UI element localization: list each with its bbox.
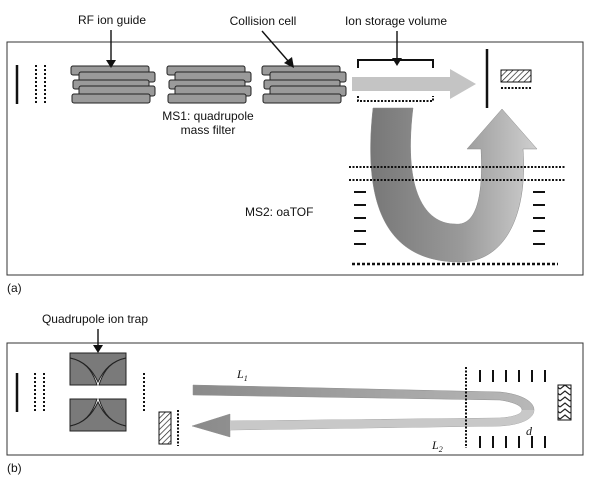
rf-ion-guide-label: RF ion guide <box>78 13 146 27</box>
hatched-detector-left <box>158 411 172 445</box>
reflectron-end-plate <box>557 384 572 421</box>
tof-trajectory-arrow <box>370 107 538 263</box>
panel-a-tag: (a) <box>7 281 22 295</box>
reflectron-top-electrodes <box>479 370 546 382</box>
l2-symbol: L <box>431 438 439 452</box>
ms2-label: MS2: oaTOF <box>245 205 313 219</box>
storage-volume-bottom-bracket <box>357 96 434 102</box>
collision-cell-label: Collision cell <box>230 14 297 28</box>
collision-cell-pointer-head <box>284 57 294 68</box>
storage-volume-pointer-head <box>392 58 402 66</box>
quadrupole-ion-trap-label: Quadrupole ion trap <box>42 312 148 326</box>
l1-label: L1 <box>236 367 248 383</box>
d-label: d <box>526 424 533 438</box>
hatched-detector <box>500 69 532 83</box>
ion-trap <box>69 352 127 432</box>
reflectron-return-beam <box>230 410 534 430</box>
collision-cell-pointer <box>261 30 290 63</box>
rf-guide-pointer-head <box>106 60 116 68</box>
collision-cell-rods <box>261 65 347 104</box>
tof-right-electrodes <box>533 191 545 245</box>
reflectron-bottom-electrodes <box>479 436 546 448</box>
quadrupole-mass-filter-rods <box>166 65 252 104</box>
panel-a: RF ion guide Collision cell Ion storage … <box>6 13 584 295</box>
ion-storage-volume-label: Ion storage volume <box>345 14 447 28</box>
panel-b-tag: (b) <box>7 461 22 475</box>
rf-ion-guide-rods <box>70 65 156 104</box>
panel-b-frame <box>6 342 584 456</box>
ion-beam-arrow <box>352 69 476 99</box>
panel-b: Quadrupole ion trap L1 L2 d (b) <box>6 312 584 475</box>
l2-label: L2 <box>431 438 443 454</box>
panel-a-frame <box>6 41 584 276</box>
l1-subscript: 1 <box>244 374 248 383</box>
l1-symbol: L <box>236 367 244 381</box>
ion-trap-pointer-head <box>93 345 103 353</box>
tof-left-electrodes <box>354 191 366 245</box>
ms1-label-line1: MS1: quadrupole <box>162 109 254 123</box>
ms1-label-line2: mass filter <box>181 123 236 137</box>
l2-subscript: 2 <box>439 445 443 454</box>
